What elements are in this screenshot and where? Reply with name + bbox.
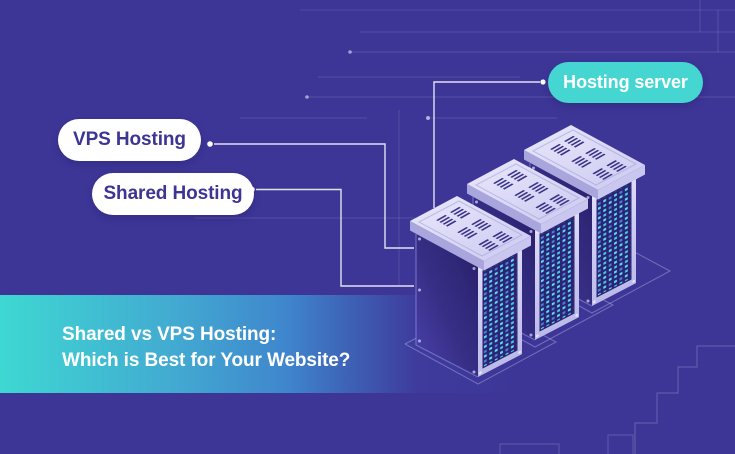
hosting-server-label: Hosting server xyxy=(563,72,688,92)
connector-lines xyxy=(214,81,540,287)
connector-line-vps xyxy=(214,143,414,249)
connector-line-shared xyxy=(256,188,414,287)
trace-dots xyxy=(305,50,430,120)
connector-dot-hosting xyxy=(540,79,546,85)
shared-hosting-callout: Shared Hosting xyxy=(92,173,254,215)
connector-dot-vps xyxy=(207,141,213,147)
vps-hosting-callout: VPS Hosting xyxy=(58,119,201,161)
banner-title-line2: Which is Best for Your Website? xyxy=(62,350,351,371)
banner-title: Shared vs VPS Hosting: Which is Best for… xyxy=(0,295,520,374)
shared-hosting-label: Shared Hosting xyxy=(103,183,243,204)
banner-title-line1: Shared vs VPS Hosting: xyxy=(62,324,277,345)
vps-hosting-label: VPS Hosting xyxy=(73,129,186,150)
connector-line-hosting xyxy=(433,81,540,208)
hosting-server-callout: Hosting server xyxy=(548,62,703,103)
